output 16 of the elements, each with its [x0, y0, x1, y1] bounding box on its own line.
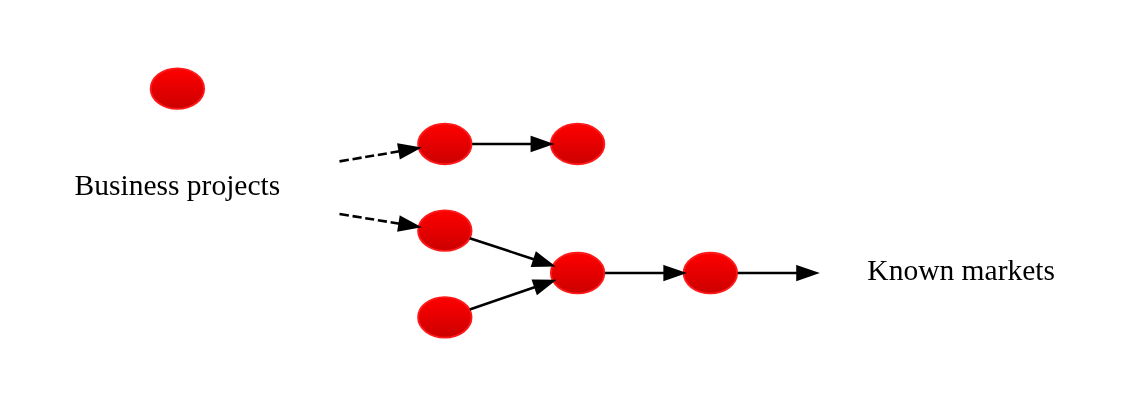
node-circle: [549, 251, 606, 295]
arrow: [339, 212, 422, 232]
arrow: [339, 143, 422, 163]
arrow: [737, 264, 820, 282]
node-circle: [417, 122, 473, 166]
node-circle: [417, 296, 473, 339]
node-circle: [149, 67, 206, 110]
arrow: [469, 237, 556, 267]
arrow: [469, 279, 557, 311]
arrow: [472, 135, 555, 153]
node-text: Known markets: [867, 254, 1055, 287]
node-text: Business projects: [74, 169, 281, 202]
node-circle: [417, 209, 473, 252]
node-circle: [549, 122, 606, 166]
arrow: [604, 264, 687, 282]
node-circle: [682, 251, 739, 295]
